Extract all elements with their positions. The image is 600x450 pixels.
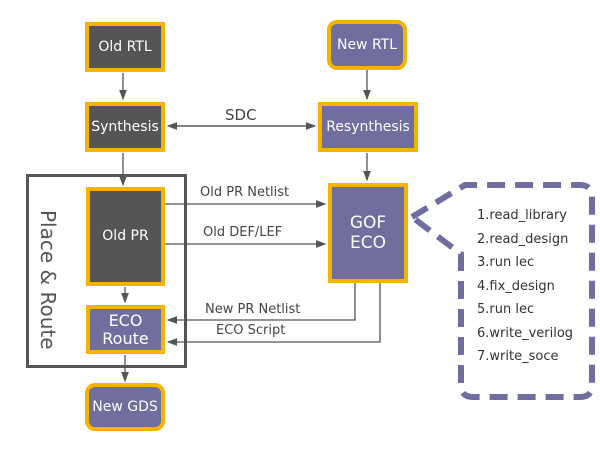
- place-and-route-group: [26, 174, 187, 368]
- old-def-lef-label: Old DEF/LEF: [203, 225, 283, 240]
- gof-eco-node: GOF ECO: [328, 183, 408, 283]
- arrow-new-pr-netlist: [166, 283, 356, 324]
- eco-script-label: ECO Script: [216, 323, 286, 338]
- eco-steps-callout: [406, 182, 595, 400]
- new-pr-netlist-label: New PR Netlist: [205, 302, 301, 317]
- eco-steps-list: 1.read_library 2.read_design 3.run lec 4…: [477, 204, 573, 369]
- eco-step: 2.read_design: [477, 231, 569, 247]
- gof-eco-line2: ECO: [350, 233, 386, 253]
- eco-step: 4.fix_design: [477, 278, 555, 294]
- new-gds-node: New GDS: [85, 383, 165, 431]
- resynthesis-node: Resynthesis: [318, 102, 418, 152]
- eco-step: 1.read_library: [477, 208, 568, 223]
- eco-route-node: ECO Route: [86, 305, 165, 354]
- sdc-label: SDC: [225, 106, 257, 124]
- synthesis-node: Synthesis: [85, 102, 165, 152]
- eco-route-line1: ECO: [108, 310, 143, 330]
- eco-step: 3.run lec: [477, 255, 535, 270]
- gof-eco-line1: GOF: [349, 213, 387, 233]
- old-pr-netlist-label: Old PR Netlist: [200, 185, 290, 200]
- old-pr-node: Old PR: [86, 187, 165, 286]
- place-and-route-label: Place & Route: [36, 210, 60, 350]
- new-rtl-node: New RTL: [327, 20, 407, 70]
- old-rtl-node: Old RTL: [85, 22, 165, 72]
- eco-step: 6.write_verilog: [477, 325, 574, 341]
- eco-step: 7.write_soce: [477, 349, 559, 364]
- eco-route-line2: Route: [102, 328, 149, 348]
- eco-step: 5.run lec: [477, 302, 535, 317]
- arrow-eco-script: [166, 283, 381, 346]
